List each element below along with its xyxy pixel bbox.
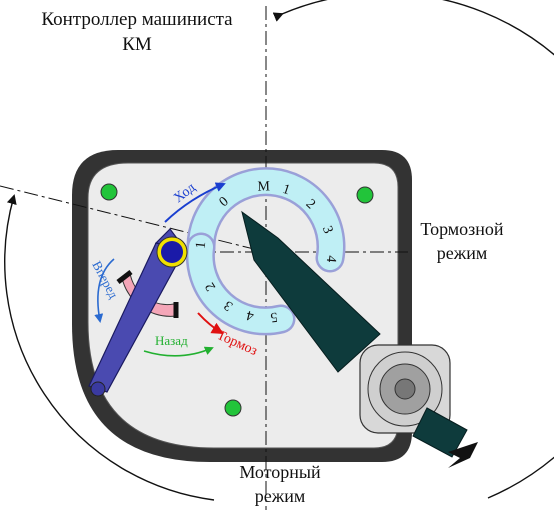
hod-arrow — [164, 182, 226, 223]
nazad-label: Назад — [155, 333, 188, 348]
main-handle[interactable] — [241, 210, 381, 373]
brake-mode-label-2: режим — [437, 243, 487, 263]
handle-grip — [412, 407, 468, 458]
upper-position-label-1: М — [257, 179, 271, 194]
lower-position-label-0: 1 — [194, 241, 210, 250]
upper-position-label-2: 1 — [280, 182, 291, 198]
indicator-lamp-top-right — [356, 186, 374, 204]
upper-position-label-5: 4 — [323, 255, 339, 264]
lower-position-label-3: 4 — [245, 307, 255, 323]
lower-position-label-4: 5 — [270, 309, 279, 325]
indicator-lamp-bottom — [224, 399, 242, 417]
reverser-centerline — [0, 185, 267, 253]
title-line-1: Контроллер машиниста — [41, 9, 233, 30]
title-line-2: КМ — [122, 34, 152, 55]
tormoz-arrow — [197, 312, 224, 335]
reverser-stop-upper — [116, 270, 133, 284]
brake-mode-label-1: Тормозной — [420, 219, 504, 239]
upper-position-label-4: 3 — [319, 224, 335, 236]
motor-mode-label-1: Моторный — [239, 462, 321, 482]
handle-tip-marker — [448, 442, 478, 468]
motor-mode-arc — [4, 194, 215, 501]
indicator-lamp-top-left — [100, 183, 118, 201]
reverser-knob — [90, 381, 106, 397]
nazad-arrow — [143, 346, 214, 357]
vpered-arrow — [94, 258, 115, 323]
motor-mode-label-2: режим — [255, 486, 305, 506]
